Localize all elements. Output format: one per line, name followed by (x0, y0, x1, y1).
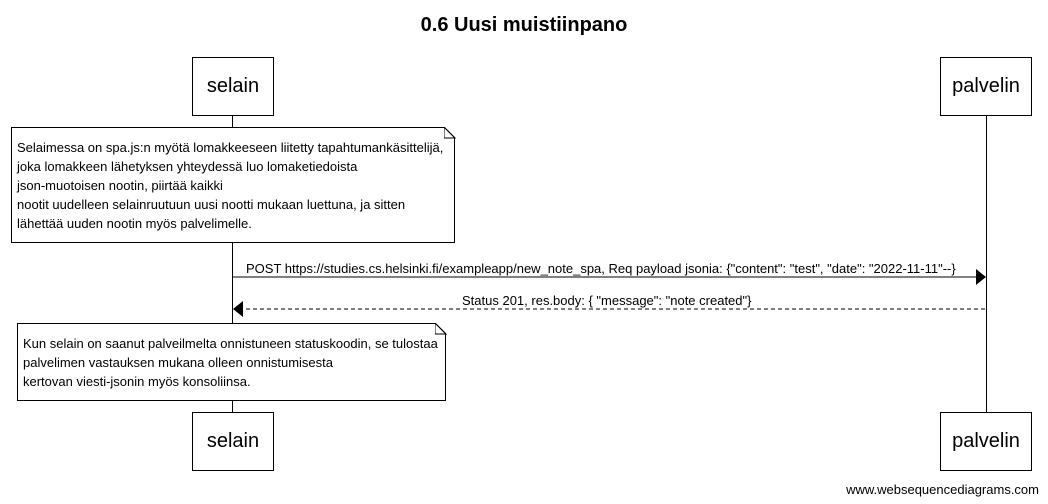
participant-selain-top: selain (192, 57, 274, 116)
note-line: Selaimessa on spa.js:n myötä lomakkeesee… (17, 140, 444, 155)
note-console-output: Kun selain on saanut palveilmelta onnist… (17, 323, 447, 401)
lifeline-selain (232, 116, 233, 412)
post-arrowhead (976, 269, 986, 285)
note-fold-corner (444, 127, 456, 139)
note-line: nootit uudelleen selainruutuun uusi noot… (17, 197, 406, 212)
note-line: json-muotoisen nootin, piirtää kaikki (17, 178, 223, 193)
response-arrowhead (233, 301, 243, 317)
watermark: www.websequencediagrams.com (846, 482, 1039, 497)
note-line: lähettää uuden nootin myös palvelimelle. (17, 216, 252, 231)
note-fold-corner (435, 323, 447, 335)
diagram-title: 0.6 Uusi muistiinpano (420, 14, 628, 36)
participant-palvelin-bottom: palvelin (940, 412, 1032, 471)
note-form-handler: Selaimessa on spa.js:n myötä lomakkeesee… (11, 127, 456, 243)
participant-palvelin-top: palvelin (940, 57, 1032, 116)
participant-selain-bottom: selain (192, 412, 274, 471)
note-line: kertovan viesti-jsonin myös konsoliinsa. (23, 374, 251, 389)
response-message-label: Status 201, res.body: { "message": "note… (462, 293, 752, 308)
post-message-label: POST https://studies.cs.helsinki.fi/exam… (246, 261, 956, 276)
note-line: palvelimen vastauksen mukana olleen onni… (23, 355, 334, 370)
lifeline-palvelin (986, 116, 987, 412)
note-line: Kun selain on saanut palveilmelta onnist… (23, 336, 438, 351)
note-line: joka lomakkeen lähetyksen yhteydessä luo… (17, 159, 358, 174)
